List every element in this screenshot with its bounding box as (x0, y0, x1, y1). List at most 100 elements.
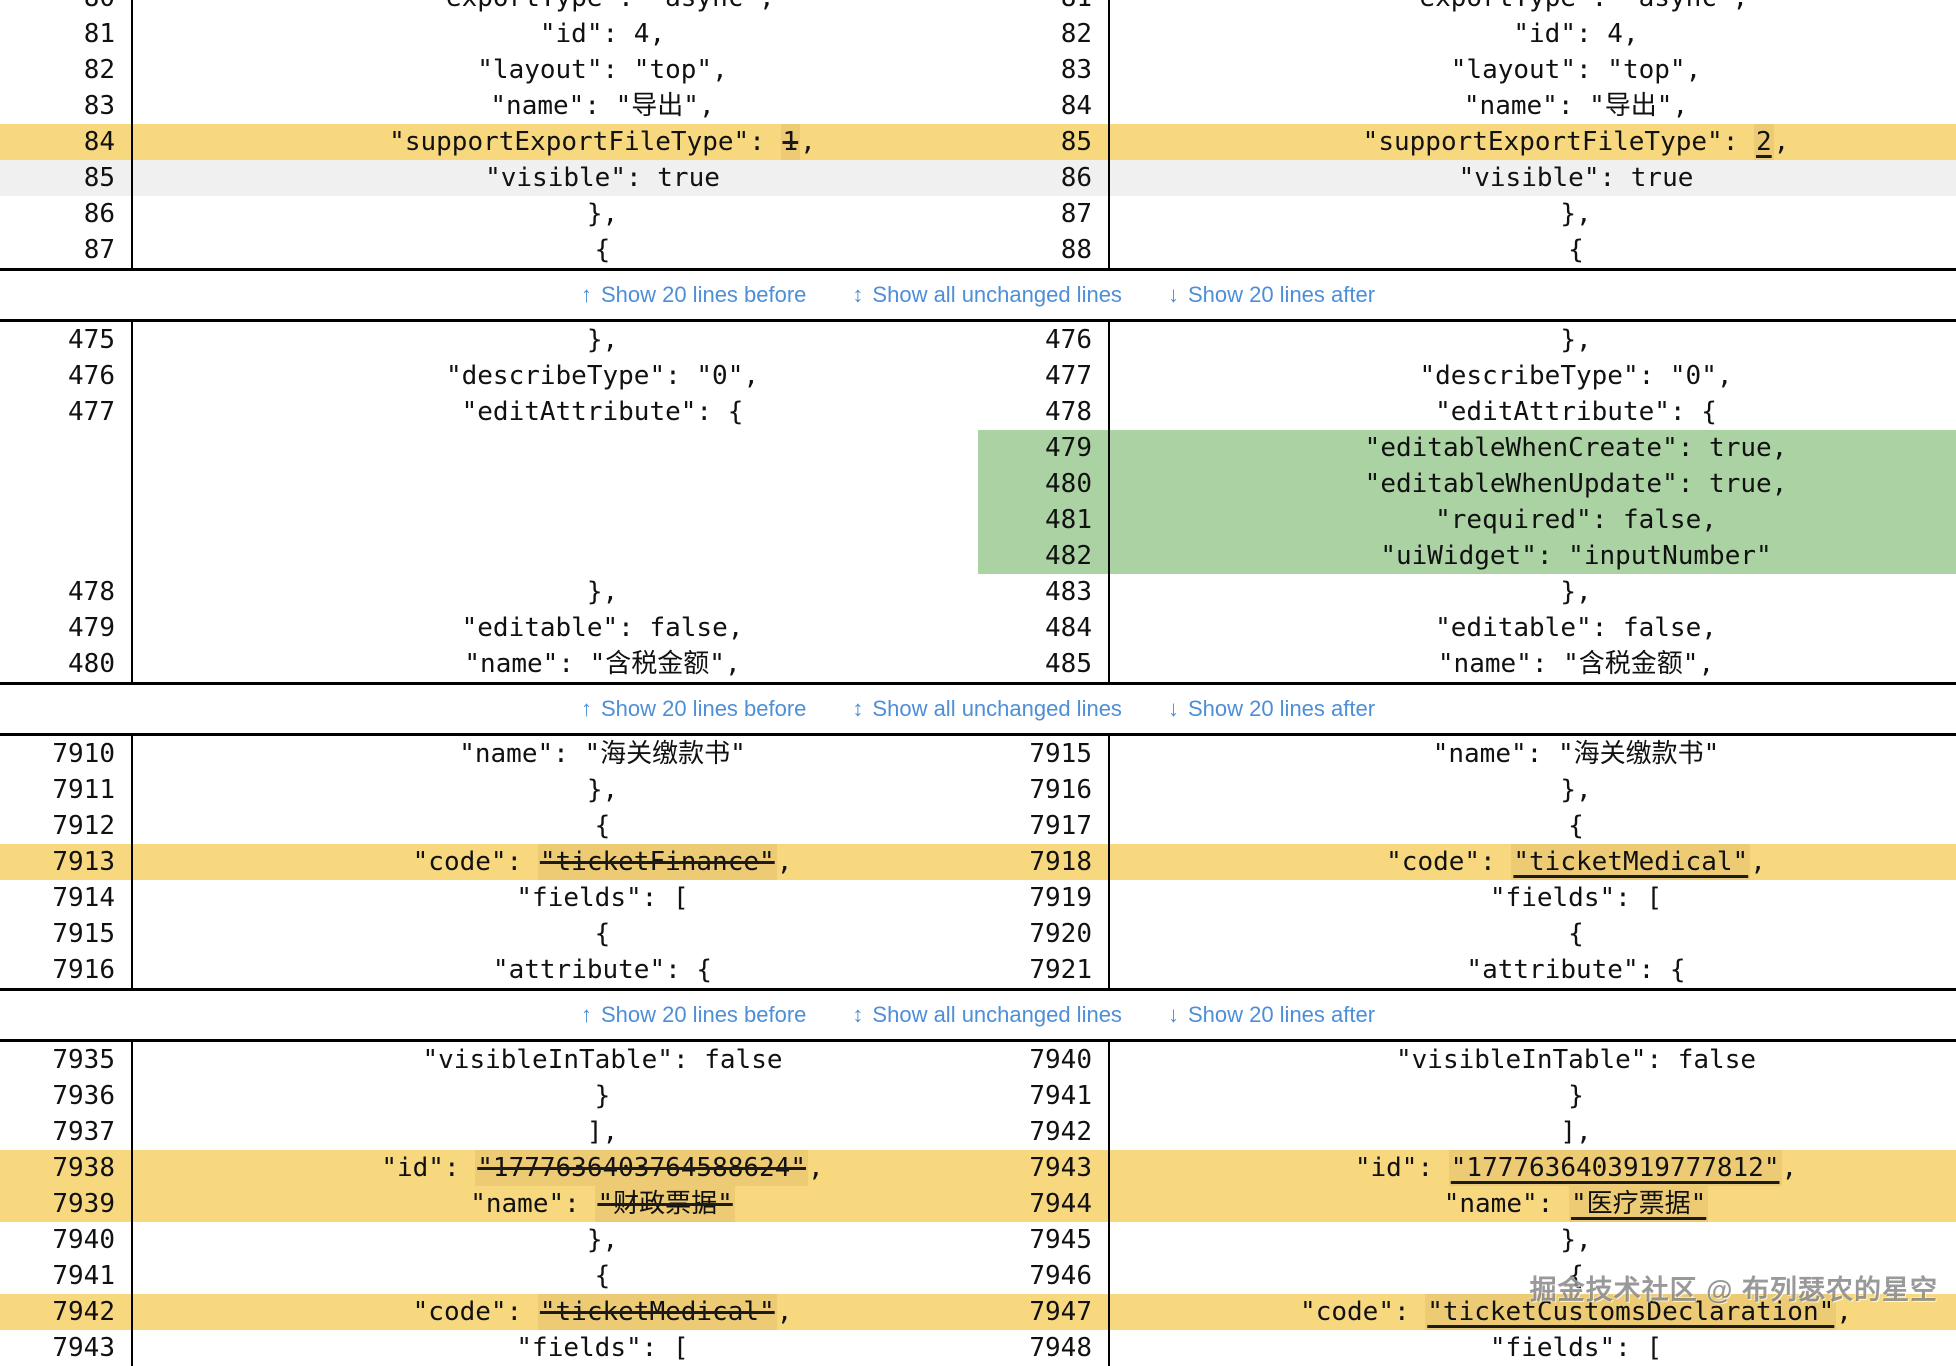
code-line-left: "name": "财政票据" (133, 1186, 978, 1222)
code-line-left: { (133, 1258, 978, 1294)
arrow-down-icon: ↓ (1167, 1002, 1179, 1027)
code-text: "id": (1354, 1153, 1449, 1183)
diff-row: 480"name": "含税金额",485"name": "含税金额", (0, 646, 1956, 682)
expand-link-label: Show all unchanged lines (872, 696, 1122, 721)
code-line-right: { (1110, 1258, 1956, 1294)
line-number-left: 85 (0, 160, 133, 196)
show-all-unchanged-lines-link[interactable]: ↕Show all unchanged lines (852, 1002, 1122, 1028)
code-text: "editAttribute": { (461, 397, 744, 427)
line-number-left: 7939 (0, 1186, 133, 1222)
line-number-left: 7940 (0, 1222, 133, 1258)
show-20-lines-before-link[interactable]: ↑Show 20 lines before (581, 696, 806, 722)
diff-row: 82"layout": "top",83"layout": "top", (0, 52, 1956, 88)
code-line-left: "code": "ticketMedical", (133, 1294, 978, 1330)
code-text: ], (586, 1117, 619, 1147)
show-all-unchanged-lines-link[interactable]: ↕ Show all unchanged lines (852, 696, 1122, 722)
expand-lines-bar: ↑Show 20 lines before ↕Show all unchanged… (0, 988, 1956, 1042)
code-text: }, (586, 577, 619, 607)
diff-row: 7915{7920{ (0, 916, 1956, 952)
code-text: { (1568, 811, 1584, 841)
code-text: }, (1560, 775, 1592, 805)
line-number-right: 7947 (978, 1294, 1110, 1330)
diff-row: 83"name": "导出",84"name": "导出", (0, 88, 1956, 124)
code-text: "layout": "top", (477, 55, 728, 85)
diff-row: 7914"fields": [7919"fields": [ (0, 880, 1956, 916)
code-text: }, (1560, 325, 1592, 355)
code-line-right: } (1110, 1078, 1956, 1114)
code-line-right: "visibleInTable": false (1110, 1042, 1956, 1078)
show-20-lines-after-link[interactable]: ↓Show 20 lines after (1168, 696, 1375, 722)
show-20-lines-after-link[interactable]: ↓Show 20 lines after (1168, 282, 1375, 308)
diff-row: 7937],7942], (0, 1114, 1956, 1150)
code-line-left: "fields": [ (133, 1330, 978, 1366)
diff-row: 86},87}, (0, 196, 1956, 232)
code-line-right: "describeType": "0", (1110, 358, 1956, 394)
code-line-right: "id": 4, (1110, 16, 1956, 52)
line-number-left (0, 538, 133, 574)
diff-row: 7910"name": "海关缴款书"7915"name": "海关缴款书" (0, 736, 1956, 772)
diff-row: 475},476}, (0, 322, 1956, 358)
code-text: "editAttribute": { (1435, 397, 1717, 427)
code-line-left: "name": "含税金额", (133, 646, 978, 682)
arrow-up-icon: ↑ (580, 696, 592, 721)
code-line-left: "editAttribute": { (133, 394, 978, 430)
line-number-right: 478 (978, 394, 1110, 430)
code-text: "editable": false, (461, 613, 744, 643)
code-line-right: "attribute": { (1110, 952, 1956, 988)
code-text: }, (1560, 199, 1592, 229)
code-line-right: "editableWhenCreate": true, (1110, 430, 1956, 466)
show-all-unchanged-lines-link[interactable]: ↕Show all unchanged lines (852, 282, 1122, 308)
diff-row: 481"required": false, (0, 502, 1956, 538)
diff-row: 7938"id": "1777636403764588624",7943"id"… (0, 1150, 1956, 1186)
code-text: "id": 4, (1513, 19, 1639, 49)
code-text: "id": 4, (539, 19, 666, 49)
code-text: "uiWidget": "inputNumber" (1380, 541, 1772, 571)
line-number-right: 7921 (978, 952, 1110, 988)
diff-row: 479"editable": false,484"editable": fals… (0, 610, 1956, 646)
code-text: }, (1560, 577, 1592, 607)
deleted-token: "1777636403764588624" (475, 1150, 808, 1186)
line-number-left (0, 466, 133, 502)
diff-row: 7912{7917{ (0, 808, 1956, 844)
line-number-left: 7938 (0, 1150, 133, 1186)
code-text: "name": "海关缴款书" (459, 739, 746, 769)
code-line-left: "layout": "top", (133, 52, 978, 88)
expand-link-label: Show 20 lines after (1187, 282, 1376, 307)
code-line-left: "exportType": "async", (133, 0, 978, 16)
line-number-right: 83 (978, 52, 1110, 88)
line-number-right: 82 (978, 16, 1110, 52)
code-line-left: "attribute": { (133, 952, 978, 988)
show-20-lines-before-link[interactable]: ↑Show 20 lines before (581, 1002, 806, 1028)
diff-row: 477"editAttribute": {478"editAttribute":… (0, 394, 1956, 430)
code-line-left: }, (133, 322, 978, 358)
line-number-right: 7920 (978, 916, 1110, 952)
line-number-left: 83 (0, 88, 133, 124)
show-20-lines-after-link[interactable]: ↓Show 20 lines after (1168, 1002, 1375, 1028)
line-number-right: 480 (978, 466, 1110, 502)
inserted-token: "ticketCustomsDeclaration" (1425, 1294, 1837, 1330)
code-text: "fields": [ (516, 883, 689, 913)
code-text: { (1568, 1261, 1584, 1291)
code-text: "editable": false, (1435, 613, 1717, 643)
show-20-lines-before-link[interactable]: ↑Show 20 lines before (581, 282, 806, 308)
line-number-right: 479 (978, 430, 1110, 466)
code-line-left: "editable": false, (133, 610, 978, 646)
diff-row: 478},483}, (0, 574, 1956, 610)
code-text: { (594, 811, 611, 841)
code-line-right: { (1110, 808, 1956, 844)
line-number-left: 479 (0, 610, 133, 646)
code-line-right: "editableWhenUpdate": true, (1110, 466, 1956, 502)
line-number-left: 86 (0, 196, 133, 232)
code-text: "code": (412, 1297, 538, 1327)
arrow-up-down-icon: ↕ (852, 696, 864, 721)
code-text: { (594, 235, 611, 265)
arrow-up-down-icon: ↕ (852, 1002, 864, 1027)
code-line-left: "code": "ticketFinance", (133, 844, 978, 880)
diff-row: 7943"fields": [7948"fields": [ (0, 1330, 1956, 1366)
line-number-left: 7912 (0, 808, 133, 844)
code-text: }, (586, 775, 619, 805)
line-number-left: 7916 (0, 952, 133, 988)
code-line-left: "visible": true (133, 160, 978, 196)
code-text: "code": (1386, 847, 1512, 877)
